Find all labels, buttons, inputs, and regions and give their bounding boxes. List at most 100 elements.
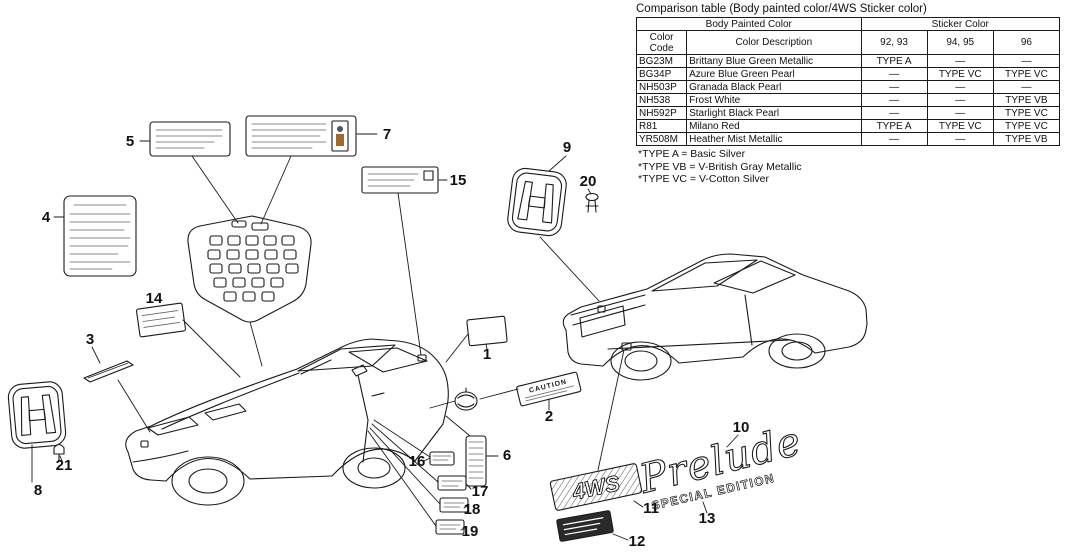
clip-20-drawing (585, 192, 599, 213)
table-cell: TYPE VC (992, 106, 1061, 120)
table-cell: R81 (635, 119, 688, 133)
badge-12 (556, 510, 614, 542)
callout-10: 10 (733, 419, 750, 436)
table-row: R81 Milano Red TYPE A TYPE VC TYPE VC (635, 119, 1061, 133)
callout-9: 9 (563, 139, 571, 156)
rear-car-drawing (562, 253, 868, 381)
group-header-sticker-color: Sticker Color (860, 17, 1061, 31)
front-h-emblem-9 (505, 166, 569, 238)
table-cell: — (926, 93, 994, 107)
table-cell: TYPE VB (992, 132, 1061, 146)
callout-numbers: 1 2 3 4 5 6 7 8 9 10 11 12 13 14 15 16 1… (34, 126, 750, 550)
callout-21: 21 (56, 457, 73, 474)
table-cell: BG23M (635, 54, 688, 68)
table-cell: Milano Red (686, 119, 862, 133)
hood-insulator-drawing (187, 215, 312, 323)
table-cell: NH503P (635, 80, 688, 94)
table-cell: — (926, 80, 994, 94)
table-cell: TYPE VC (992, 119, 1061, 133)
callout-3: 3 (86, 331, 94, 348)
callout-12: 12 (629, 533, 646, 550)
callout-6: 6 (503, 447, 511, 464)
table-row: NH538 Frost White — — TYPE VB (635, 93, 1061, 107)
callout-8: 8 (34, 482, 42, 499)
callout-19: 19 (462, 523, 479, 540)
table-row: NH503P Granada Black Pearl — — — (635, 80, 1061, 94)
table-cell: — (860, 80, 928, 94)
table-cell: TYPE VC (992, 67, 1061, 81)
table-cell: Heather Mist Metallic (686, 132, 862, 146)
badge-19 (435, 519, 465, 535)
callout-1: 1 (483, 346, 491, 363)
callout-16: 16 (409, 453, 426, 470)
table-cell: YR508M (635, 132, 688, 146)
callout-7: 7 (383, 126, 391, 143)
front-car-drawing (125, 338, 449, 506)
table-cell: TYPE VC (926, 67, 994, 81)
footnote-type-vc: *TYPE VC = V-Cotton Silver (638, 173, 770, 186)
table-cell: Granada Black Pearl (686, 80, 862, 94)
table-cell: — (926, 106, 994, 120)
column-header: Color Code (635, 30, 688, 55)
badge-6 (465, 435, 487, 487)
rear-h-emblem-8 (6, 380, 68, 450)
table-cell: TYPE VC (926, 119, 994, 133)
comparison-table: Body Painted Color Sticker Color Color C… (635, 17, 1061, 146)
badge-17 (437, 475, 467, 491)
callout-18: 18 (464, 501, 481, 518)
label-7-color-graphic (336, 134, 344, 146)
table-row: YR508M Heather Mist Metallic — — TYPE VB (635, 132, 1061, 146)
table-cell: — (992, 54, 1061, 68)
table-cell: Frost White (686, 93, 862, 107)
table-cell: BG34P (635, 67, 688, 81)
table-cell: TYPE A (860, 54, 928, 68)
column-header: Color Description (686, 30, 862, 55)
callout-5: 5 (126, 133, 134, 150)
table-footnotes: *TYPE A = Basic Silver *TYPE VB = V-Brit… (636, 148, 1062, 186)
footnote-type-a: *TYPE A = Basic Silver (638, 148, 746, 160)
table-cell: TYPE A (860, 119, 928, 133)
badge-18 (439, 497, 469, 513)
leader-lines (31, 133, 739, 541)
table-cell: — (926, 54, 994, 68)
callout-15: 15 (450, 172, 467, 189)
callout-17: 17 (472, 483, 489, 500)
4ws-emblem-11: 4WS (549, 463, 643, 511)
callout-14: 14 (146, 290, 163, 307)
table-cell: NH538 (635, 93, 688, 107)
label-14 (135, 302, 187, 338)
table-row: BG23M Brittany Blue Green Metallic TYPE … (635, 54, 1061, 68)
callout-11: 11 (643, 500, 659, 517)
badge-16 (429, 451, 455, 466)
table-row: BG34P Azure Blue Green Pearl — TYPE VC T… (635, 67, 1061, 81)
clip-21-drawing (53, 443, 65, 461)
column-header: 92, 93 (860, 30, 928, 55)
label-7 (245, 115, 357, 157)
table-cell: Azure Blue Green Pearl (686, 67, 862, 81)
callout-4: 4 (42, 209, 51, 226)
callout-20: 20 (580, 173, 597, 190)
label-15 (361, 166, 439, 194)
column-header: 96 (992, 30, 1061, 55)
door-grommet-drawing (454, 387, 478, 411)
comparison-table-section: Comparison table (Body painted color/4WS… (635, 3, 1062, 186)
blank-label-1 (466, 315, 508, 347)
table-cell: — (860, 132, 928, 146)
group-header-body-color: Body Painted Color (636, 17, 862, 31)
table-cell: — (860, 67, 928, 81)
table-cell: Brittany Blue Green Metallic (686, 54, 862, 68)
table-cell: — (926, 132, 994, 146)
callout-2: 2 (545, 408, 553, 425)
table-cell: — (992, 80, 1061, 94)
table-cell: NH592P (635, 106, 688, 120)
table-cell: Starlight Black Pearl (686, 106, 862, 120)
table-cell: — (860, 106, 928, 120)
table-row: NH592P Starlight Black Pearl — — TYPE VC (635, 106, 1061, 120)
table-cell: — (860, 93, 928, 107)
column-header: 94, 95 (926, 30, 994, 55)
callout-13: 13 (699, 510, 716, 527)
table-title: Comparison table (Body painted color/4WS… (636, 3, 927, 15)
label-5 (149, 121, 231, 157)
